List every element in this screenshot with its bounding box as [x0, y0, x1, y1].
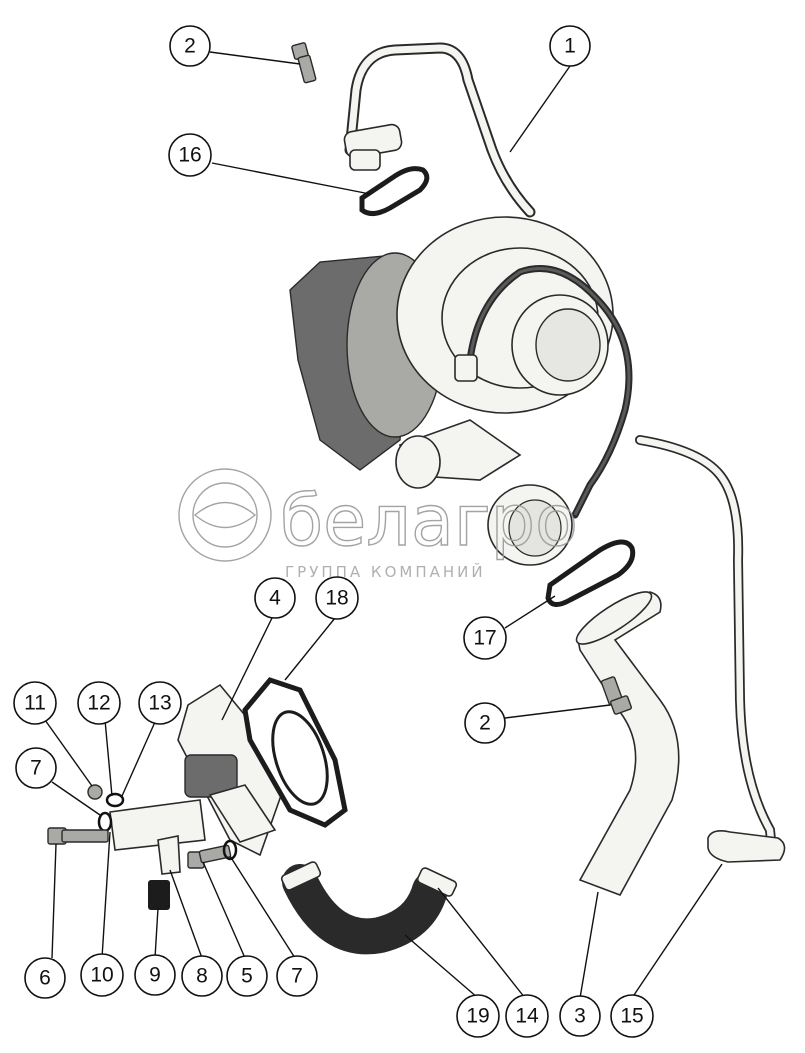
callout-3: 3	[559, 995, 601, 1037]
callout-8: 8	[181, 955, 223, 997]
oil-line-dark	[454, 265, 633, 519]
callout-9: 9	[134, 954, 176, 996]
callout-4-label: 4	[269, 587, 281, 610]
gasket-16	[359, 166, 430, 216]
callout-13-label: 13	[148, 692, 171, 715]
callout-1: 1	[549, 25, 591, 67]
callout-7-left-label: 7	[30, 757, 42, 780]
callout-2-lower-label: 2	[479, 712, 491, 735]
callout-2-top: 2	[169, 25, 211, 67]
callout-17: 17	[463, 616, 507, 660]
callout-5: 5	[226, 955, 268, 997]
callout-15-label: 15	[620, 1005, 643, 1028]
callout-2-lower: 2	[464, 702, 506, 744]
hose-19	[280, 861, 458, 955]
callout-18: 18	[315, 576, 359, 620]
bolt-lower	[600, 676, 632, 715]
callout-6: 6	[24, 957, 66, 999]
callout-13: 13	[138, 681, 182, 725]
watermark: белагро ГРУППА КОМПАНИЙ	[178, 468, 579, 581]
callout-5-label: 5	[241, 965, 253, 988]
callout-19: 19	[456, 994, 500, 1038]
callout-17-label: 17	[473, 627, 496, 650]
callout-9-label: 9	[149, 964, 161, 987]
callout-11: 11	[13, 681, 57, 725]
turbocharger	[289, 216, 614, 566]
gasket-17	[545, 539, 636, 607]
callout-3-label: 3	[574, 1005, 586, 1028]
callout-11-label: 11	[24, 692, 46, 715]
watermark-subtitle: ГРУППА КОМПАНИЙ	[285, 562, 486, 581]
callout-4: 4	[254, 577, 296, 619]
callout-2-top-label: 2	[184, 35, 196, 58]
drain-pipe-long	[635, 435, 786, 863]
callout-8-label: 8	[196, 965, 208, 988]
small-fasteners	[47, 784, 238, 910]
callout-10-label: 10	[90, 964, 113, 987]
oil-feed-pipe	[343, 42, 536, 218]
callout-7-left: 7	[15, 747, 57, 789]
bolt-top	[291, 42, 317, 84]
callout-16: 16	[168, 133, 212, 177]
bypass-flange-4	[109, 683, 291, 857]
callout-12: 12	[77, 681, 121, 725]
callout-7-right: 7	[276, 955, 318, 997]
callout-14-label: 14	[515, 1005, 539, 1028]
callout-10: 10	[80, 953, 124, 997]
callout-18-label: 18	[325, 587, 348, 610]
callout-19-label: 19	[466, 1005, 489, 1028]
callout-16-label: 16	[178, 144, 201, 167]
callout-12-label: 12	[87, 692, 110, 715]
watermark-brand: белагро	[280, 480, 578, 562]
leader-lines	[44, 51, 723, 999]
callout-14: 14	[505, 994, 549, 1038]
callout-6-label: 6	[39, 967, 51, 990]
callout-15: 15	[610, 994, 654, 1038]
callout-7-right-label: 7	[291, 965, 303, 988]
gasket-18	[242, 677, 348, 828]
callout-1-label: 1	[564, 35, 576, 58]
drain-pipe-3	[575, 591, 680, 896]
